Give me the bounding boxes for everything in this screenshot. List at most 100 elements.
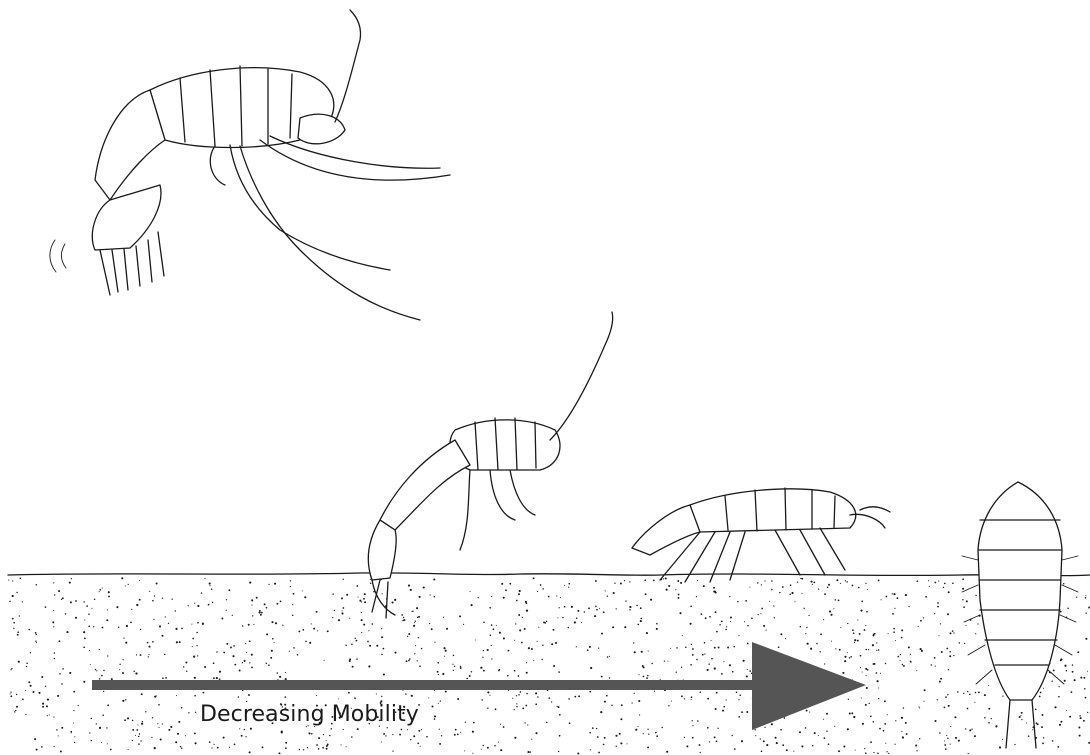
sediment-dot: [434, 642, 435, 643]
sediment-dot: [219, 678, 221, 680]
sediment-dot: [805, 633, 806, 634]
sediment-dot: [445, 691, 447, 693]
sediment-dot: [487, 691, 489, 693]
sediment-dot: [444, 656, 445, 657]
sediment-dot: [334, 610, 335, 611]
sediment-dot: [845, 580, 846, 581]
sediment-dot: [430, 594, 431, 595]
sediment-dot: [176, 695, 177, 696]
sediment-dot: [726, 626, 727, 627]
sediment-dot: [346, 594, 348, 596]
sediment-dot: [292, 604, 293, 605]
sediment-dot: [408, 633, 410, 635]
sediment-dot: [682, 635, 683, 636]
sediment-dot: [971, 729, 972, 730]
sediment-dot: [559, 714, 561, 716]
sediment-dot: [226, 599, 227, 600]
sediment-dot: [953, 655, 954, 656]
sediment-dot: [709, 616, 711, 618]
sediment-dot: [36, 749, 38, 751]
sediment-dot: [604, 737, 606, 739]
sediment-dot: [806, 627, 807, 628]
sediment-dot: [401, 614, 403, 616]
sediment-dot: [409, 658, 411, 660]
sediment-dot: [596, 609, 598, 611]
sediment-dot: [1069, 716, 1071, 718]
sediment-dot: [78, 705, 79, 706]
sediment-dot: [152, 641, 154, 643]
sediment-dot: [853, 716, 855, 718]
sediment-dot: [919, 707, 920, 708]
sediment-dot: [935, 666, 936, 667]
sediment-dot: [624, 626, 626, 628]
sediment-dot: [349, 658, 351, 660]
sediment-dot: [1079, 715, 1081, 717]
sediment-dot: [691, 644, 692, 645]
sediment-dot: [535, 692, 537, 694]
sediment-dot: [934, 582, 936, 584]
sediment-dot: [188, 605, 189, 606]
sediment-dot: [110, 749, 112, 751]
sediment-dot: [721, 620, 723, 622]
sediment-dot: [874, 633, 876, 635]
sediment-dot: [99, 589, 101, 591]
sediment-dot: [955, 737, 957, 739]
sediment-dot: [684, 737, 685, 738]
sediment-dot: [671, 701, 672, 702]
sediment-dot: [692, 737, 694, 739]
sediment-dot: [666, 751, 668, 753]
sediment-dot: [629, 581, 630, 582]
sediment-dot: [850, 656, 852, 658]
sediment-dot: [158, 704, 160, 706]
sediment-dot: [1066, 710, 1067, 711]
sediment-dot: [954, 716, 956, 718]
sediment-dot: [408, 585, 410, 587]
sediment-dot: [376, 645, 378, 647]
sediment-dot: [193, 656, 195, 658]
sediment-dot: [440, 700, 441, 701]
sediment-dot: [918, 706, 919, 707]
sediment-dot: [873, 752, 874, 753]
sediment-dot: [789, 594, 791, 596]
sediment-dot: [923, 617, 924, 618]
sediment-dot: [589, 732, 591, 734]
sediment-dot: [239, 728, 240, 729]
sediment-dot: [249, 662, 250, 663]
sediment-dot: [191, 624, 192, 625]
sediment-dot: [723, 661, 724, 662]
sediment-dot: [16, 706, 18, 708]
sediment-dot: [370, 583, 371, 584]
sediment-dot: [178, 721, 180, 723]
sediment-dot: [526, 693, 527, 694]
sediment-dot: [47, 715, 48, 716]
sediment-dot: [663, 578, 664, 579]
sediment-dot: [758, 614, 759, 615]
sediment-dot: [194, 603, 195, 604]
sediment-dot: [342, 607, 344, 609]
sediment-dot: [939, 732, 941, 734]
sediment-dot: [94, 599, 96, 601]
sediment-dot: [814, 732, 816, 734]
sediment-dot: [929, 586, 930, 587]
sediment-dot: [122, 659, 123, 660]
sediment-dot: [22, 601, 23, 602]
sediment-dot: [13, 628, 14, 629]
sediment-dot: [718, 647, 720, 649]
sediment-dot: [835, 599, 837, 601]
sediment-dot: [133, 671, 135, 673]
sediment-dot: [662, 727, 663, 728]
sediment-dot: [924, 689, 926, 691]
sediment-dot: [910, 654, 911, 655]
sediment-dot: [483, 622, 485, 624]
sediment-dot: [274, 642, 275, 643]
sediment-dot: [251, 666, 253, 668]
sediment-dot: [766, 630, 767, 631]
sediment-dot: [576, 646, 577, 647]
sediment-dot: [626, 743, 627, 744]
sediment-dot: [562, 617, 563, 618]
sediment-dot: [8, 580, 9, 581]
sediment-dot: [213, 744, 214, 745]
sediment-dot: [61, 683, 63, 685]
sediment-dot: [991, 718, 992, 719]
sediment-dot: [327, 630, 329, 632]
